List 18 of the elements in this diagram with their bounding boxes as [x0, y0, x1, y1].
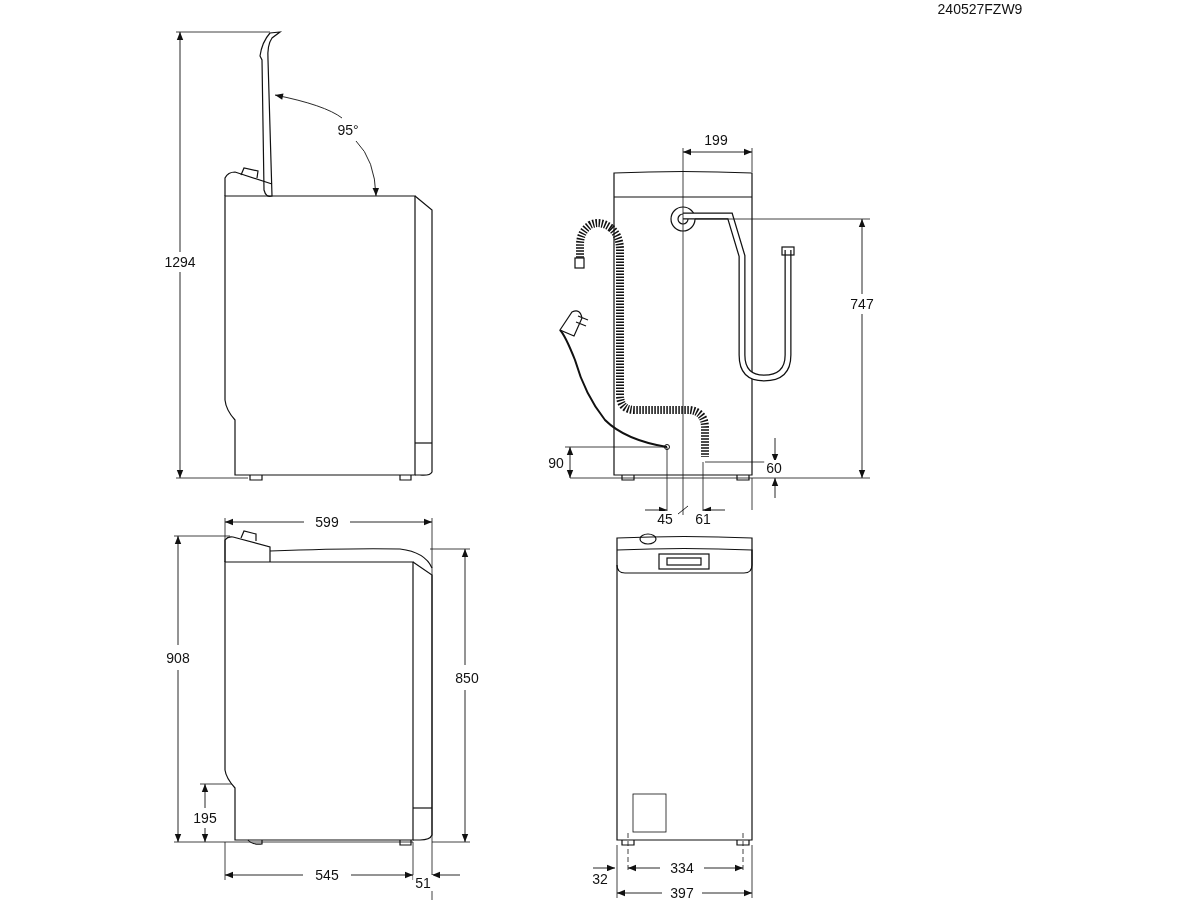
dimension-value: 908	[164, 650, 192, 666]
angle-label: 95°	[335, 122, 361, 138]
dimension-value: 51	[413, 875, 433, 891]
dimension-value: 195	[191, 810, 219, 826]
dimension-value: 545	[313, 867, 341, 883]
dimension-value: 199	[702, 132, 730, 148]
dimension-value: 850	[453, 670, 481, 686]
dimension-value: 32	[590, 871, 610, 887]
drawing-number: 240527FZW9	[935, 1, 1025, 17]
dimension-value: 61	[693, 511, 713, 527]
dimension-value: 334	[668, 860, 696, 876]
dimension-value: 747	[848, 296, 876, 312]
dimension-value: 90	[546, 455, 566, 471]
dimension-value: 45	[655, 511, 675, 527]
dimension-value: 599	[313, 514, 341, 530]
dimension-value: 60	[764, 460, 784, 476]
dimension-value: 1294	[162, 254, 198, 270]
dimension-value: 397	[668, 885, 696, 900]
